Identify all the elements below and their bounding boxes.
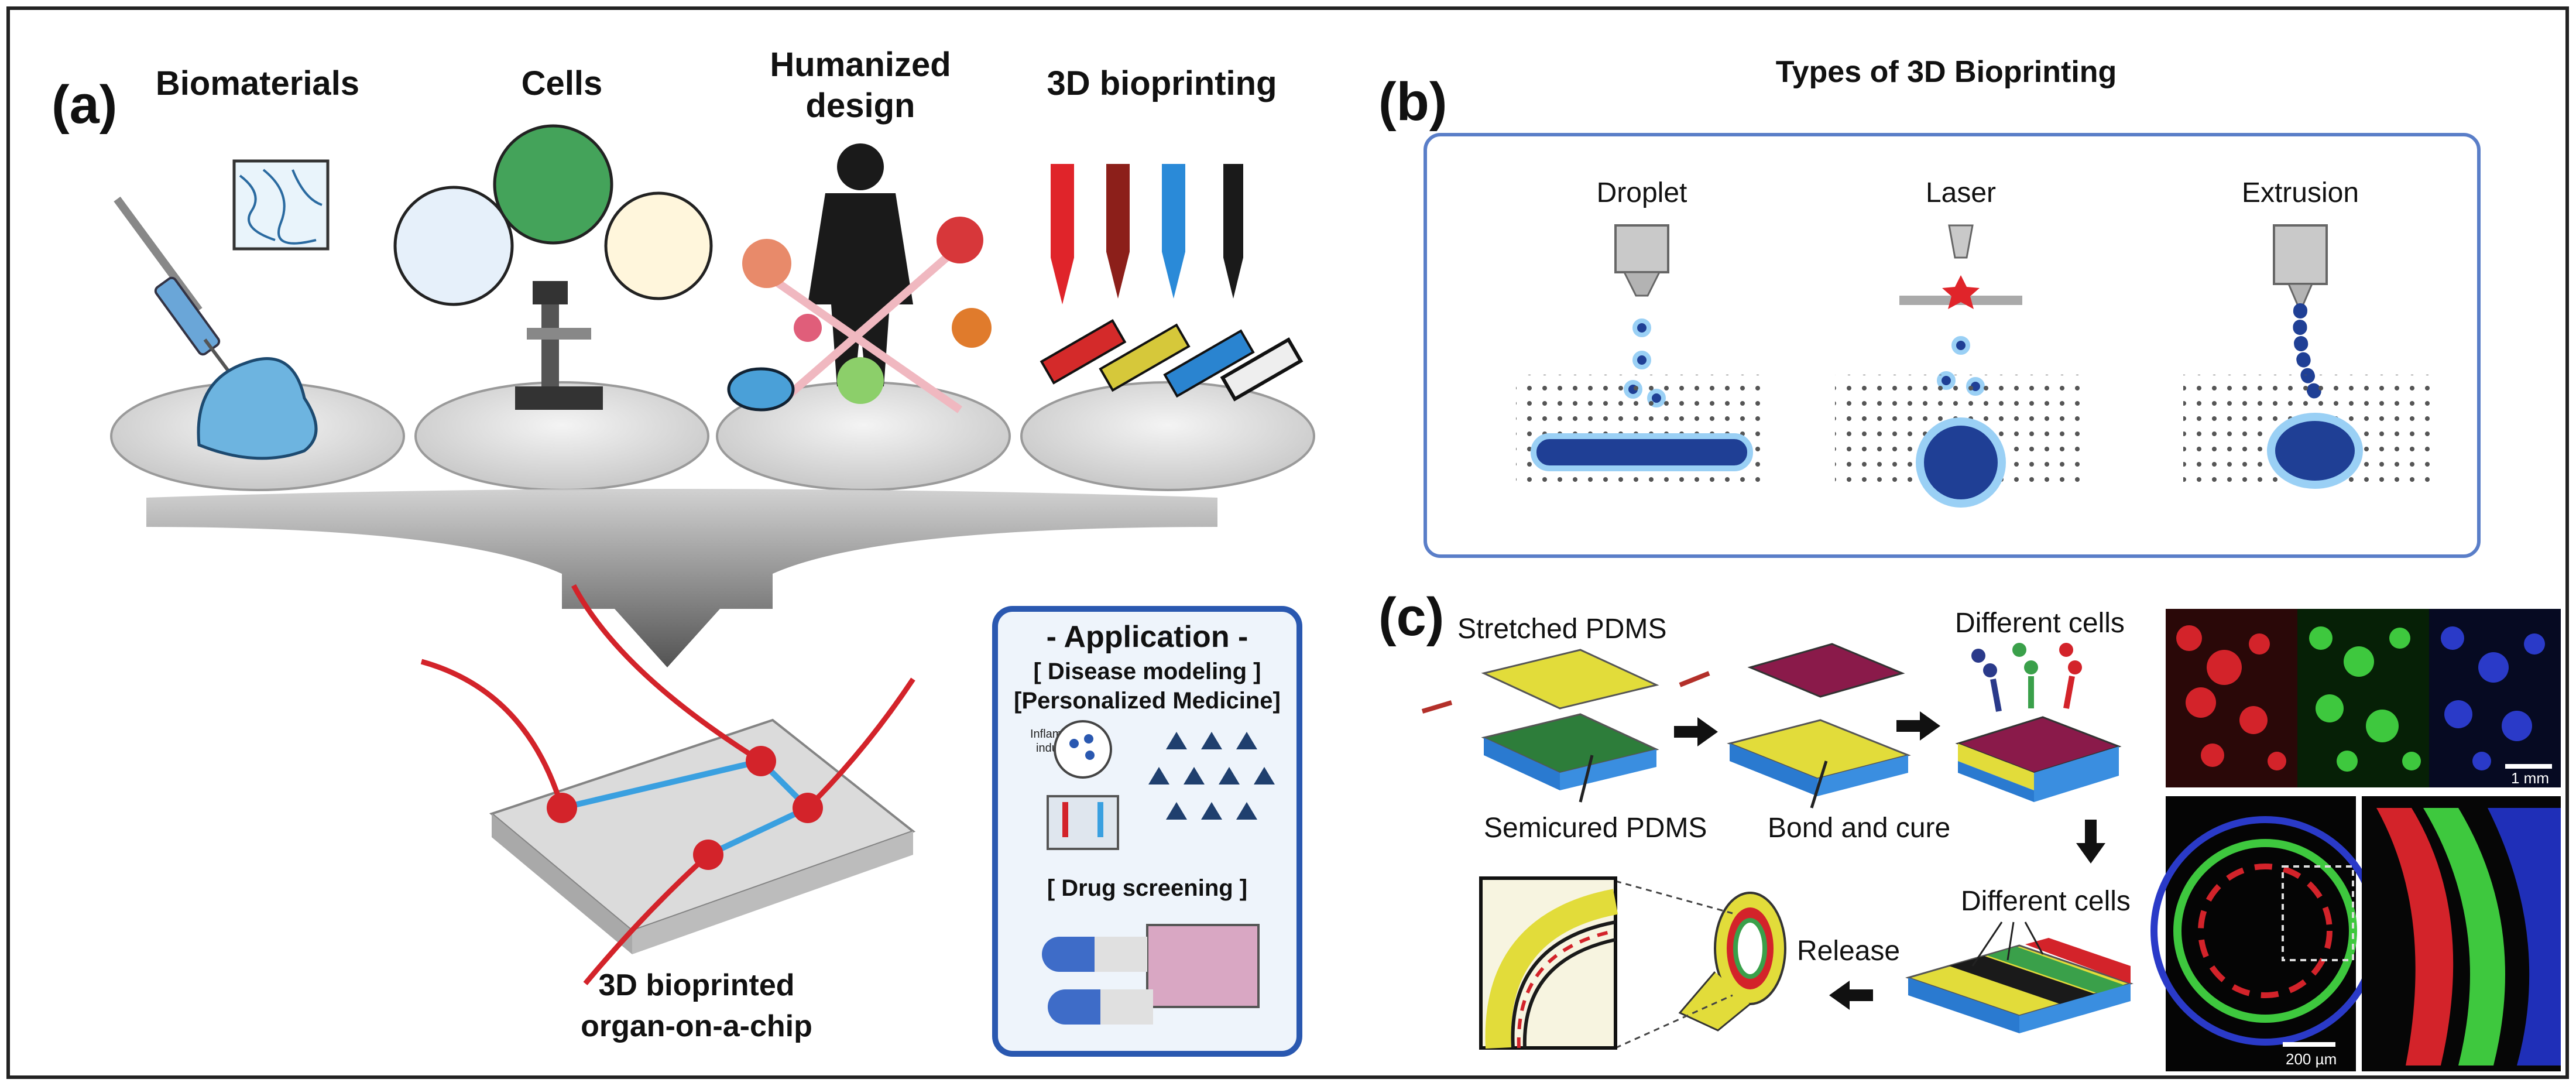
fluor-green-speckle (2309, 626, 2421, 772)
fluor-blue-speckle (2441, 626, 2545, 770)
type-droplet: Droplet (1597, 177, 1687, 208)
organ-network-icon (727, 217, 992, 413)
people-arrows-icon (1148, 732, 1275, 820)
rolled-tube-icon (1678, 892, 1786, 1032)
label-bond-and-cure: Bond and cure (1768, 813, 1950, 844)
panel-b: (b) Types of 3D Bioprinting Droplet Lase… (1378, 55, 2481, 558)
fluor-ring-green (2173, 839, 2357, 1023)
tube-wall-red (1517, 929, 1616, 1049)
human-silhouette-icon (808, 143, 913, 386)
chip-caption-1: 3D bioprinted (598, 968, 794, 1002)
hydrogel-icon (197, 357, 318, 460)
label-stretched-pdms: Stretched PDMS (1457, 614, 1666, 645)
application-title: - Application - (1047, 620, 1248, 654)
cell-strips-icon (1905, 921, 2133, 1033)
convergence-arrow (146, 489, 1217, 667)
semicured-pointer (1579, 755, 1594, 803)
fluor-zoom-green (2423, 808, 2505, 1066)
organ-on-chip-icon (420, 584, 916, 985)
arrow-down (2076, 820, 2105, 864)
arrow-1 (1674, 717, 1718, 746)
droplet-deposit (1531, 433, 1753, 471)
type-laser: Laser (1926, 177, 1996, 208)
cell-seeding-icon (1955, 643, 2122, 802)
bonded-pdms-icon (1727, 643, 1911, 796)
label-different-cells-2: Different cells (1961, 886, 2131, 917)
fluor-zoom-red (2376, 808, 2454, 1066)
type-extrusion: Extrusion (2242, 177, 2359, 208)
zoom-region-box (2282, 865, 2354, 961)
label-biomaterials: Biomaterials (156, 64, 359, 102)
panel-b-label: (b) (1378, 72, 1447, 132)
platform-bioprinting (1020, 381, 1315, 491)
chip-caption-2: organ-on-a-chip (581, 1009, 812, 1043)
cells-yellow-icon (604, 191, 713, 300)
panel-c: (c) Stretched PDMS Semicured PDMS Bond a… (1378, 587, 2561, 1071)
laser-deposit (1916, 417, 2006, 508)
label-cells: Cells (522, 64, 603, 102)
application-disease: [ Disease modeling ] (1034, 659, 1261, 684)
microscope-icon (515, 281, 603, 410)
fiber-lines (239, 169, 323, 245)
tube-wall-lines (1511, 920, 1616, 1049)
bond-pointer (1810, 760, 1828, 808)
panel-b-title: Types of 3D Bioprinting (1776, 55, 2117, 89)
printed-strands-icon (1040, 318, 1304, 402)
scale-bar-1 (2505, 764, 2552, 769)
inflammation-icon (1047, 720, 1119, 850)
application-drug: [ Drug screening ] (1047, 875, 1247, 901)
scale-label-2: 200 µm (2286, 1050, 2337, 1068)
label-semicured-pdms: Semicured PDMS (1484, 813, 1707, 844)
arrow-2 (1896, 711, 1940, 741)
label-release: Release (1797, 936, 1900, 967)
tube-wall-layers (1485, 889, 1618, 1049)
label-humanized-2: design (806, 87, 915, 125)
scale-label-1: 1 mm (2511, 769, 2549, 787)
hydrogel-zoom-icon (232, 159, 330, 251)
panel-c-label: (c) (1378, 587, 1444, 647)
label-different-cells-1: Different cells (1955, 608, 2125, 639)
syringe-icon (114, 196, 233, 376)
application-personalized: [Personalized Medicine] (1014, 688, 1281, 714)
cells-green-icon (493, 124, 613, 245)
extrusion-deposit (2267, 413, 2363, 489)
panel-a: (a) Biomaterials Cells Humanized design … (52, 46, 1315, 1057)
fluor-zoom-blue (2488, 808, 2561, 1066)
cells-blue-icon (393, 186, 514, 306)
arrow-left (1829, 981, 1873, 1010)
fluor-red-speckle (2176, 625, 2286, 770)
scale-bar-2 (2283, 1042, 2335, 1047)
stretched-pdms-icon (1421, 649, 1710, 790)
label-humanized-1: Humanized (770, 46, 951, 84)
bioprint-nozzles-icon (1051, 164, 1243, 304)
drug-screening-icon (1042, 924, 1260, 1025)
fluor-ring-red (2198, 864, 2333, 998)
zoom-line-2 (1615, 994, 1733, 1049)
label-3d-bioprinting: 3D bioprinting (1047, 64, 1277, 102)
panel-a-label: (a) (52, 75, 117, 135)
